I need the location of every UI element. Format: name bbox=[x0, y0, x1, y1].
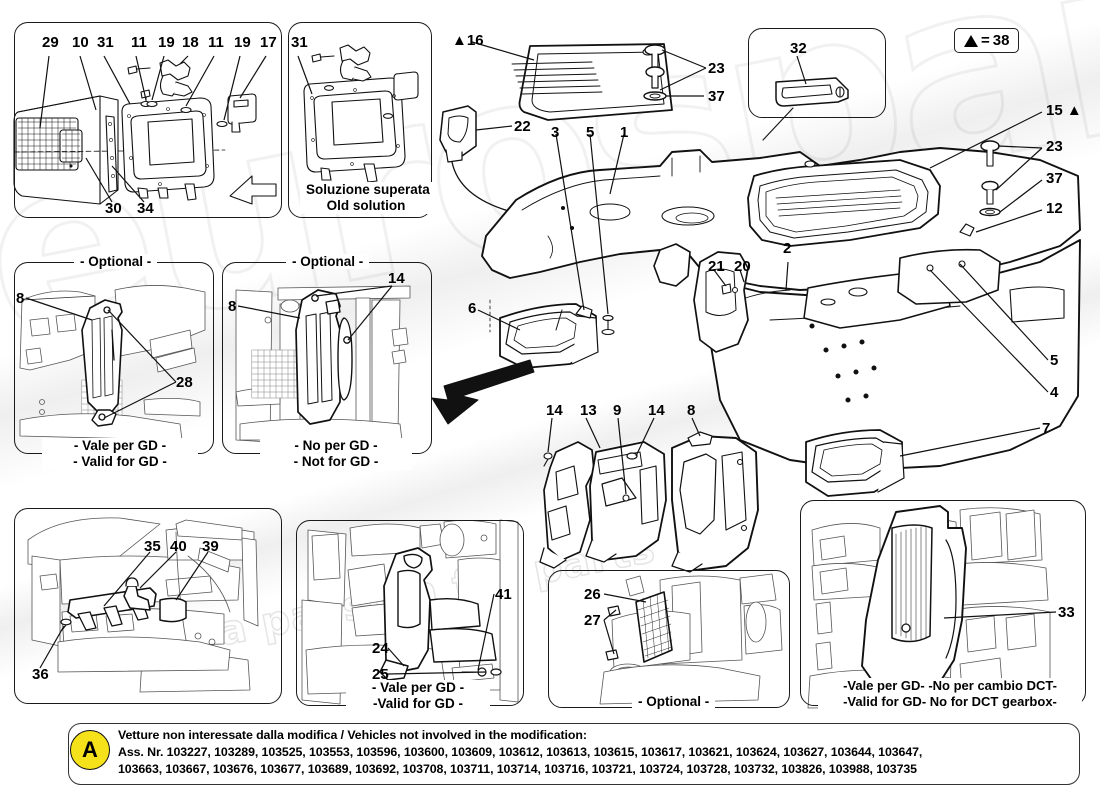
callout-24: 24 bbox=[372, 640, 389, 657]
bracket-gd-caption: - Vale per GD - -Valid for GD - bbox=[346, 680, 490, 712]
callout-37-top: 37 bbox=[708, 88, 725, 105]
callout-30: 30 bbox=[105, 200, 122, 217]
old-solution-caption-it: Soluzione superata bbox=[306, 182, 430, 197]
callout-13: 13 bbox=[580, 402, 597, 419]
callout-5-right: 5 bbox=[1050, 352, 1059, 369]
callout-26: 26 bbox=[584, 586, 601, 603]
badge-a: A bbox=[70, 730, 110, 770]
callout-14-optright: 14 bbox=[388, 270, 405, 287]
optional-right-header: - Optional - bbox=[286, 254, 370, 269]
callout-8-optleft: 8 bbox=[16, 290, 25, 307]
callout-19-a: 19 bbox=[158, 34, 175, 51]
optional-left-header: - Optional - bbox=[74, 254, 158, 269]
old-solution-caption: Soluzione superata Old solution bbox=[300, 182, 432, 214]
callout-16: ▲16 bbox=[452, 32, 484, 49]
callout-31-old: 31 bbox=[291, 34, 308, 51]
bracket-gd-caption-en: -Valid for GD - bbox=[372, 696, 463, 711]
callout-8-optright: 8 bbox=[228, 298, 237, 315]
dct-caption-en: -Valid for GD- No for DCT gearbox- bbox=[843, 694, 1057, 709]
optional-footrest-caption: - Optional - bbox=[632, 694, 716, 709]
optional-right-caption: - No per GD - - Not for GD - bbox=[260, 438, 412, 470]
callout-4: 4 bbox=[1050, 384, 1059, 401]
callout-12: 12 bbox=[1046, 200, 1063, 217]
callout-28: 28 bbox=[176, 374, 193, 391]
callout-7: 7 bbox=[1042, 420, 1051, 437]
optional-right-caption-en: - Not for GD - bbox=[293, 454, 379, 469]
callout-9: 9 bbox=[613, 402, 622, 419]
legend-equals: = bbox=[981, 32, 990, 49]
door-handle-inset-panel bbox=[748, 28, 886, 118]
triangle-icon bbox=[964, 34, 978, 47]
callout-10: 10 bbox=[72, 34, 89, 51]
bracket-valid-gd-panel bbox=[296, 520, 524, 706]
footnote-box bbox=[68, 723, 1080, 785]
dct-gearbox-panel bbox=[800, 500, 1086, 706]
callout-40: 40 bbox=[170, 538, 187, 555]
triangle-legend-box: = 38 bbox=[954, 28, 1020, 53]
legend-value: 38 bbox=[992, 32, 1010, 49]
optional-left-caption: - Vale per GD - - Valid for GD - bbox=[42, 438, 198, 470]
callout-22: 22 bbox=[514, 118, 531, 135]
callout-14-d: 14 bbox=[648, 402, 665, 419]
optional-left-caption-it: - Vale per GD - bbox=[73, 438, 167, 453]
callout-39: 39 bbox=[202, 538, 219, 555]
new-solution-panel bbox=[14, 22, 282, 218]
callout-2: 2 bbox=[783, 240, 792, 257]
callout-17: 17 bbox=[260, 34, 277, 51]
callout-25: 25 bbox=[372, 666, 389, 683]
callout-5: 5 bbox=[586, 124, 595, 141]
callout-36: 36 bbox=[32, 666, 49, 683]
footnote-text: Vetture non interessate dalla modifica /… bbox=[118, 727, 1078, 778]
callout-3: 3 bbox=[551, 124, 560, 141]
old-solution-caption-en: Old solution bbox=[326, 198, 406, 213]
callout-21: 21 bbox=[708, 258, 725, 275]
callout-33: 33 bbox=[1058, 604, 1075, 621]
callout-34: 34 bbox=[137, 200, 154, 217]
optional-valid-gd-panel bbox=[14, 262, 214, 454]
callout-23-top: 23 bbox=[708, 60, 725, 77]
callout-11-a: 11 bbox=[131, 34, 147, 51]
callout-1: 1 bbox=[620, 124, 629, 141]
callout-29: 29 bbox=[42, 34, 59, 51]
callout-15: 15 ▲ bbox=[1046, 102, 1082, 119]
callout-19-b: 19 bbox=[234, 34, 251, 51]
callout-23-right: 23 bbox=[1046, 138, 1063, 155]
optional-right-caption-it: - No per GD - bbox=[294, 438, 378, 453]
callout-20: 20 bbox=[734, 258, 751, 275]
callout-8-main: 8 bbox=[687, 402, 696, 419]
dct-caption-it: -Vale per GD- -No per cambio DCT- bbox=[843, 678, 1057, 693]
callout-11-b: 11 bbox=[208, 34, 224, 51]
footnote-line-3: 103663, 103667, 103676, 103677, 103689, … bbox=[118, 762, 917, 776]
optional-not-gd-panel bbox=[222, 262, 432, 454]
callout-32: 32 bbox=[790, 40, 807, 57]
callout-31-a: 31 bbox=[97, 34, 114, 51]
callout-37-right: 37 bbox=[1046, 170, 1063, 187]
optional-left-caption-en: - Valid for GD - bbox=[73, 454, 167, 469]
callout-18: 18 bbox=[182, 34, 199, 51]
dct-caption: -Vale per GD- -No per cambio DCT- -Valid… bbox=[818, 678, 1082, 710]
callout-14-c: 14 bbox=[546, 402, 563, 419]
callout-6: 6 bbox=[468, 300, 477, 317]
footnote-line-1: Vetture non interessate dalla modifica /… bbox=[118, 728, 587, 742]
footnote-line-2: Ass. Nr. 103227, 103289, 103525, 103553,… bbox=[118, 745, 923, 759]
callout-35: 35 bbox=[144, 538, 161, 555]
callout-41: 41 bbox=[495, 586, 512, 603]
callout-27: 27 bbox=[584, 612, 601, 629]
